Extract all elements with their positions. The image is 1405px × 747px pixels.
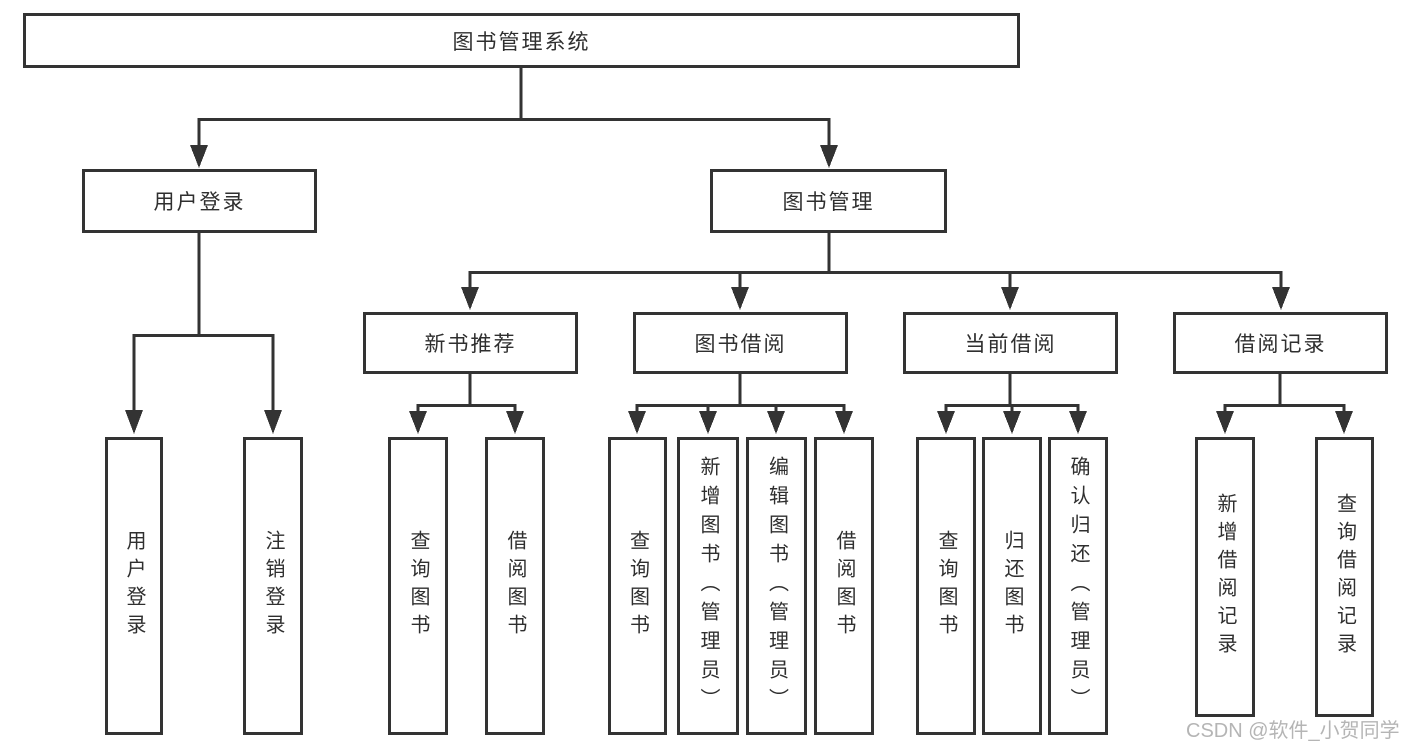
node-user-login: 用户登录 [82, 169, 317, 233]
node-book-management: 图书管理 [710, 169, 947, 233]
leaf-user-login: 用户登录 [105, 437, 163, 735]
node-new-book-recommend: 新书推荐 [363, 312, 578, 374]
leaf-edit-books-admin: 编辑图书（管理员） [746, 437, 807, 735]
leaf-recommend-query-books: 查询图书 [388, 437, 448, 735]
leaf-query-borrow-record: 查询借阅记录 [1315, 437, 1374, 717]
leaf-current-query-books: 查询图书 [916, 437, 976, 735]
leaf-return-books: 归还图书 [982, 437, 1042, 735]
leaf-logout-login: 注销登录 [243, 437, 303, 735]
leaf-borrow-query-books: 查询图书 [608, 437, 667, 735]
node-borrow-records: 借阅记录 [1173, 312, 1388, 374]
leaf-confirm-return-admin: 确认归还（管理员） [1048, 437, 1108, 735]
leaf-borrow-books: 借阅图书 [814, 437, 874, 735]
leaf-recommend-borrow-books: 借阅图书 [485, 437, 545, 735]
node-current-borrow: 当前借阅 [903, 312, 1118, 374]
node-book-borrow: 图书借阅 [633, 312, 848, 374]
leaf-add-borrow-record: 新增借阅记录 [1195, 437, 1255, 717]
leaf-add-books-admin: 新增图书（管理员） [677, 437, 739, 735]
node-root: 图书管理系统 [23, 13, 1020, 68]
watermark: CSDN @软件_小贺同学 [1186, 720, 1400, 742]
